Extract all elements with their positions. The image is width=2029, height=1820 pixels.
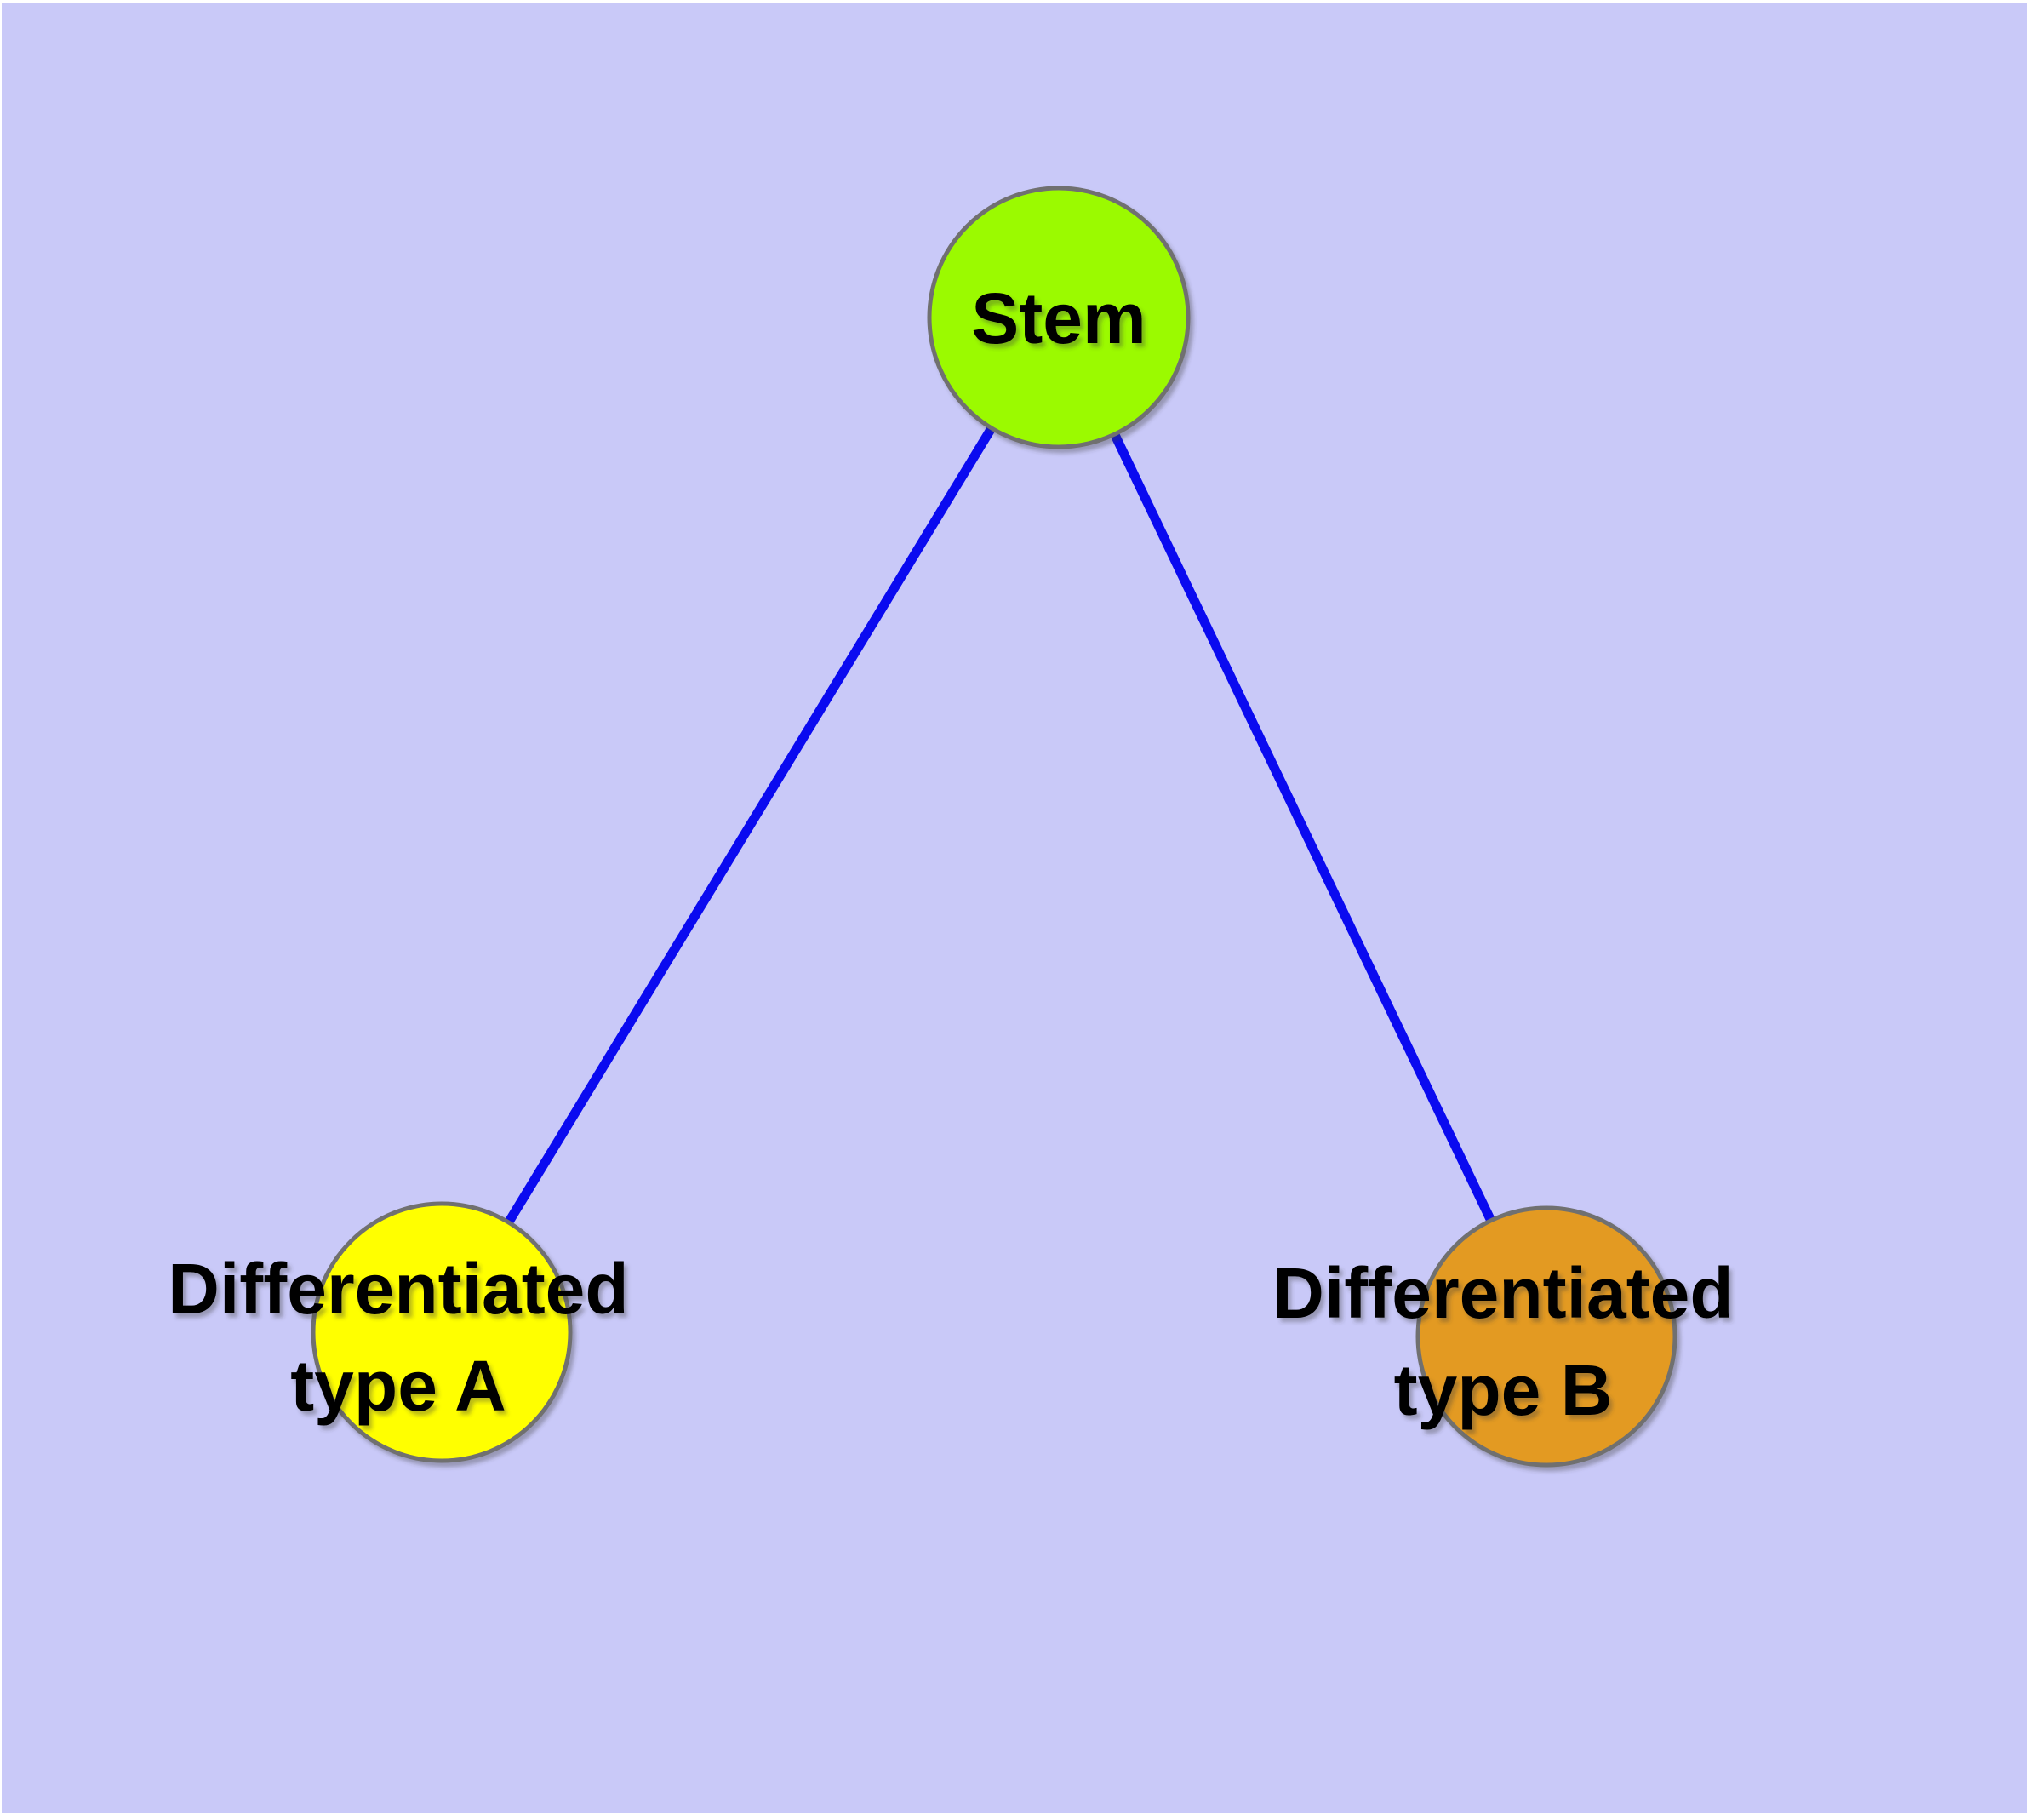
edge-stem-to-type-a (437, 315, 1063, 1335)
node-type-b-label-line1: Differentiated (1272, 1253, 1733, 1333)
node-type-a-circle (311, 1201, 573, 1463)
node-type-b-label-line2: type B (1394, 1350, 1613, 1430)
node-stem-label: Stem (971, 278, 1146, 358)
node-type-a-label-line2: type A (290, 1346, 506, 1426)
node-type-a-label-line1: Differentiated (168, 1249, 628, 1329)
node-type-b-circle (1415, 1205, 1677, 1468)
node-stem-circle (927, 186, 1191, 449)
edge-stem-to-type-b (1055, 315, 1551, 1339)
